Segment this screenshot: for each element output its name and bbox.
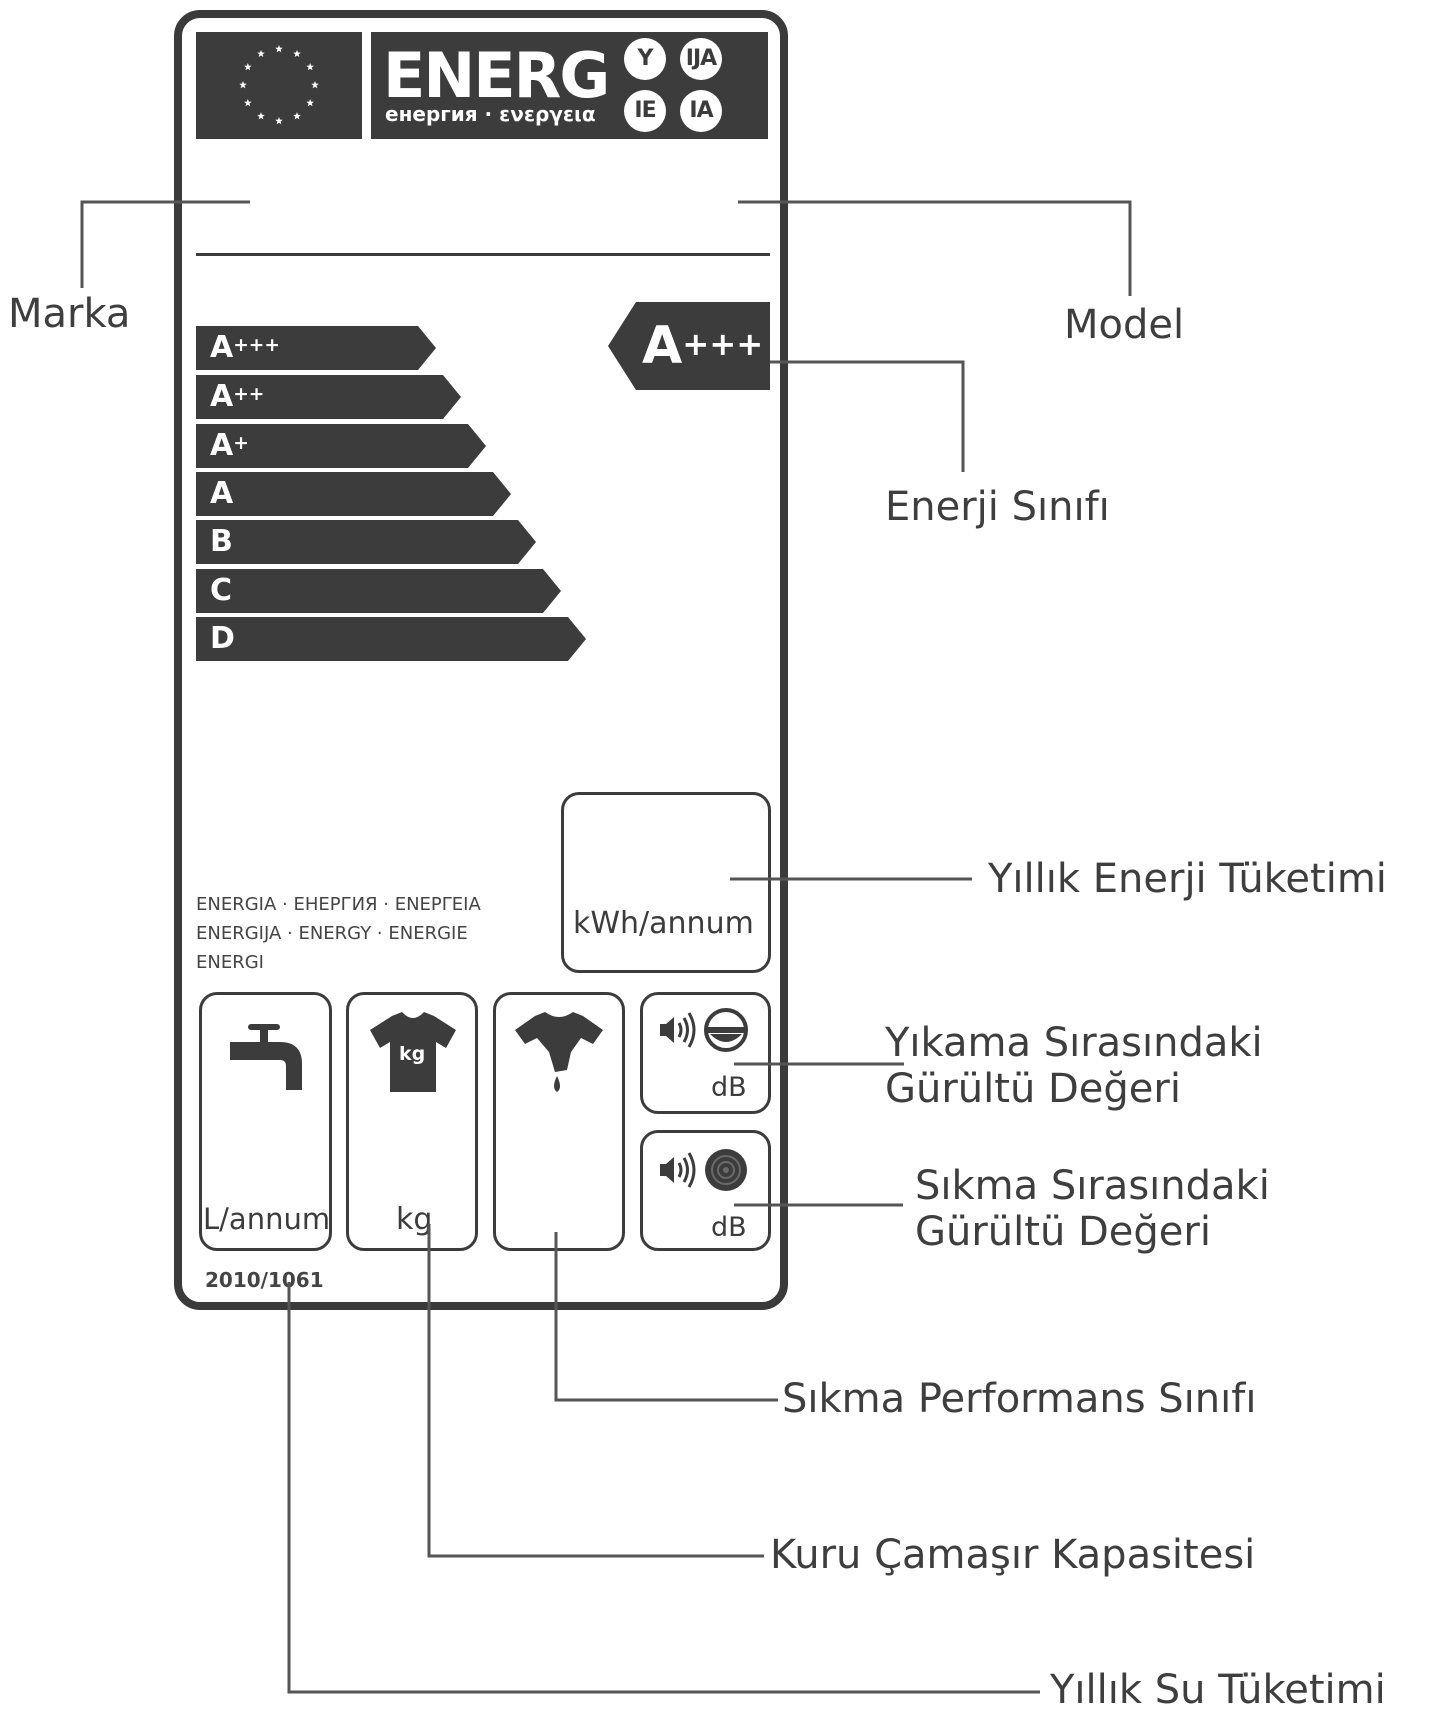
eu-star xyxy=(306,99,314,107)
spin-noise-unit: dB xyxy=(711,1212,747,1243)
class-band-d: D xyxy=(196,617,586,661)
eu-star xyxy=(244,99,252,107)
energy-unit: kWh/annum xyxy=(573,906,754,941)
energ-subtitle: енергия · ενεργεια xyxy=(385,102,596,126)
wash-noise-box xyxy=(640,992,771,1114)
faucet-icon xyxy=(230,1024,302,1090)
lang-code-ija: IJA xyxy=(680,38,722,80)
energy-class-leader xyxy=(770,360,965,472)
class-band-a: A xyxy=(196,472,511,516)
class-band-a1: A+ xyxy=(196,424,486,468)
model-leader xyxy=(738,200,1132,296)
multilingual-energy-text: ENERGIA · ЕНЕРГИЯ · ΕΝΕΡΓΕΙΑ ENERGIJA · … xyxy=(196,894,481,973)
capacity-leader xyxy=(427,1224,764,1558)
eu-star xyxy=(293,112,301,120)
class-band-a3: A+++ xyxy=(196,326,436,370)
eu-star xyxy=(293,49,301,58)
callout-capacity: Kuru Çamaşır Kapasitesi xyxy=(770,1532,1256,1578)
eu-stars-icon xyxy=(239,45,319,125)
annual-water-leader xyxy=(287,1282,1040,1694)
regulation-number: 2010/1061 xyxy=(205,1268,324,1292)
annual-energy-box xyxy=(561,792,771,973)
eu-star xyxy=(257,112,265,120)
brand-leader xyxy=(80,200,250,288)
callout-annual-water: Yıllık Su Tüketimi xyxy=(1050,1667,1386,1713)
eu-star xyxy=(257,49,265,58)
rating-arrow: A+++ xyxy=(608,302,770,390)
callout-brand: Marka xyxy=(8,291,131,337)
callout-model: Model xyxy=(1064,302,1185,348)
eu-star xyxy=(311,81,319,89)
spin-shirt-icon xyxy=(515,1012,603,1092)
eu-star xyxy=(306,63,314,71)
lang-code-ie: IE xyxy=(624,90,666,132)
water-unit: L/annum xyxy=(203,1202,331,1236)
spin-noise-icon xyxy=(660,1149,747,1191)
eu-star xyxy=(244,63,252,71)
wash-noise-icon xyxy=(660,1008,748,1052)
spin-class-leader xyxy=(554,1232,778,1402)
weight-unit: kg xyxy=(396,1202,433,1237)
class-band-c: C xyxy=(196,569,561,613)
eu-flag-band xyxy=(196,32,362,139)
tshirt-icon xyxy=(370,1012,456,1092)
callout-spin-noise: Sıkma Sırasındaki Gürültü Değeri xyxy=(915,1163,1270,1255)
brand-model-divider xyxy=(196,253,770,256)
callout-wash-noise: Yıkama Sırasındaki Gürültü Değeri xyxy=(885,1020,1263,1112)
wash-noise-unit: dB xyxy=(711,1072,747,1103)
eu-star xyxy=(275,117,283,125)
eu-star xyxy=(275,45,283,53)
callout-spin-class: Sıkma Performans Sınıfı xyxy=(782,1376,1257,1422)
lang-code-ia: IA xyxy=(680,90,722,132)
callout-annual-energy: Yıllık Enerji Tüketimi xyxy=(988,856,1387,902)
tshirt-kg-text: kg xyxy=(399,1043,426,1065)
callout-energy-class: Enerji Sınıfı xyxy=(885,484,1110,530)
eu-star xyxy=(239,81,247,89)
lang-code-y: Y xyxy=(624,38,666,80)
spin-noise-box xyxy=(640,1130,771,1251)
energ-title: ENERG xyxy=(383,39,610,112)
class-band-b: B xyxy=(196,520,536,564)
class-band-a2: A++ xyxy=(196,375,461,419)
